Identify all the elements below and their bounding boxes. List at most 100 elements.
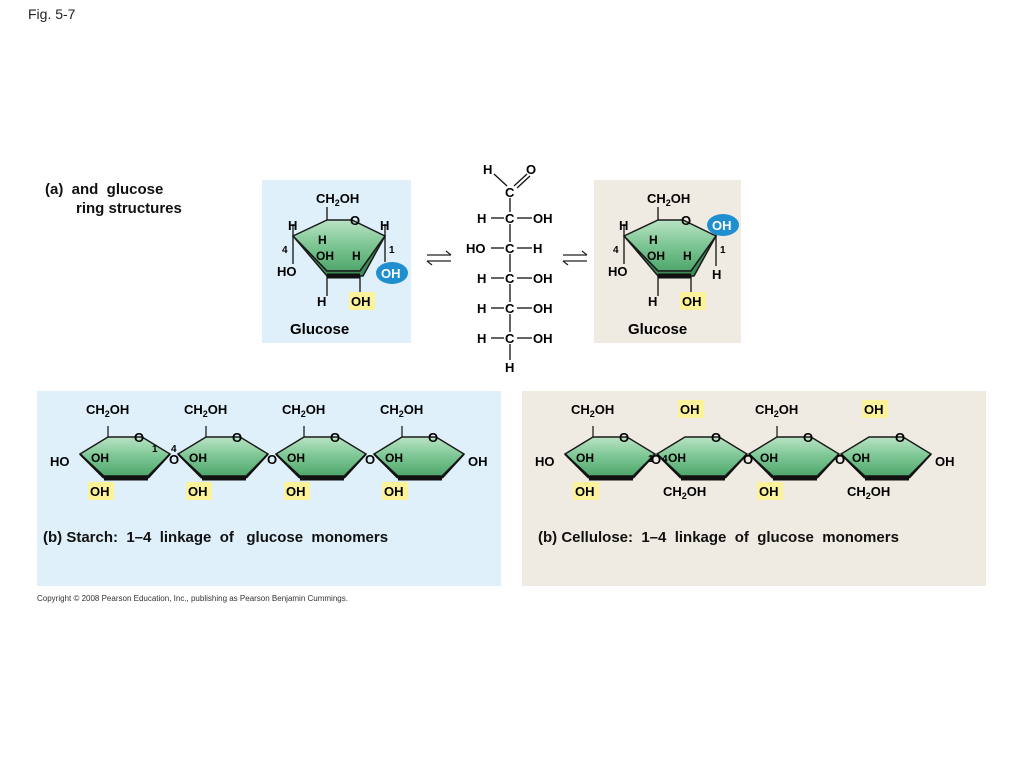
cellulose-panel	[522, 391, 986, 586]
beta-ch2oh-label: CH2OH	[647, 191, 690, 208]
equilibrium-arrow-left	[426, 250, 452, 266]
linear-row1-left: H	[477, 211, 486, 226]
beta-ho-c4: HO	[608, 264, 628, 279]
starch-ch2oh-top-2: CH2OH	[282, 402, 325, 419]
beta-h-c3-top: H	[649, 233, 658, 247]
starch-glycosidic-oxygen-1: O	[267, 452, 277, 467]
cellulose-ring-oxygen-2: O	[803, 430, 813, 445]
starch-oh-bottom-3: OH	[384, 484, 404, 499]
alpha-carbon-1-label: 1	[389, 245, 395, 256]
cellulose-oh-top-highlight-1	[678, 400, 704, 418]
linear-glucose-chain: H O C H C OH HO C H H C OH H C OH H C OH…	[466, 162, 553, 375]
cellulose-glycosidic-oxygen-2: O	[835, 452, 845, 467]
starch-ch2oh-top-1: CH2OH	[184, 402, 227, 419]
linear-row2-left: HO	[466, 241, 486, 256]
cellulose-oh-bottom-highlight-0	[573, 482, 599, 500]
alpha-anomeric-oh-highlight	[376, 262, 408, 284]
cellulose-ch2oh-bottom-3: CH2OH	[847, 484, 890, 501]
linear-c1: C	[505, 185, 515, 200]
starch-oh-bottom-highlight-3	[382, 482, 408, 500]
cellulose-ring-right-edge-1	[724, 453, 748, 479]
linear-row3-left: H	[477, 271, 486, 286]
starch-ho-terminal: HO	[50, 454, 70, 469]
linear-c4: C	[505, 271, 515, 286]
cellulose-oh-top-1: OH	[680, 402, 700, 417]
starch-ring-left-edge-3	[373, 453, 399, 479]
starch-oh-c3-1: OH	[189, 451, 207, 465]
beta-anomeric-oh-highlight	[707, 214, 739, 236]
starch-oh-bottom-highlight-2	[284, 482, 310, 500]
cellulose-oh-terminal: OH	[935, 454, 955, 469]
linear-row4-right: OH	[533, 301, 553, 316]
starch-oh-bottom-highlight-1	[186, 482, 212, 500]
cellulose-glycosidic-oxygen-1: O	[743, 452, 753, 467]
starch-oh-c3-2: OH	[287, 451, 305, 465]
cellulose-chain: OOHCH2OHOHOOHOHCH2OHOOHCH2OHOHOOHOHCH2OH…	[535, 400, 955, 501]
cellulose-caption: (b) Cellulose: 1–4 linkage of glucose mo…	[538, 529, 899, 546]
beta-oh-c2-highlight	[680, 292, 706, 310]
cellulose-ch2oh-bottom-1: CH2OH	[663, 484, 706, 501]
linear-c3: C	[505, 241, 515, 256]
cellulose-ring-right-edge-3	[908, 453, 932, 479]
starch-link-1: 1	[152, 444, 158, 455]
starch-ring-right-edge-3	[441, 453, 465, 479]
beta-ring-oxygen: O	[681, 213, 691, 228]
cellulose-ring-oxygen-0: O	[619, 430, 629, 445]
beta-h-c2: H	[683, 249, 692, 263]
beta-oh-c2: OH	[682, 294, 702, 309]
cellulose-oh-c3-0: OH	[576, 451, 594, 465]
starch-ring-left-edge-2	[275, 453, 301, 479]
starch-ring-right-edge-0	[147, 453, 171, 479]
starch-chain: OOHCH2OHOHOOHCH2OHOHOOHCH2OHOHOOHCH2OHOH…	[50, 402, 488, 500]
linear-row1-right: OH	[533, 211, 553, 226]
section-a-caption-line2: ring structures	[76, 200, 182, 217]
cellulose-glycosidic-oxygen-0: O	[651, 452, 661, 467]
section-a-caption-line1: (a) and glucose	[45, 181, 164, 198]
cellulose-ring-left-edge-0	[564, 453, 590, 479]
starch-oh-c3-0: OH	[91, 451, 109, 465]
alpha-h-c3-top: H	[318, 233, 327, 247]
alpha-ring-oxygen: O	[350, 213, 360, 228]
starch-glycosidic-oxygen-2: O	[365, 452, 375, 467]
starch-ring-right-edge-2	[343, 453, 367, 479]
starch-oh-terminal: OH	[468, 454, 488, 469]
cellulose-oh-c3-1: OH	[668, 451, 686, 465]
starch-ring-left-edge-0	[79, 453, 105, 479]
starch-oh-bottom-highlight-0	[88, 482, 114, 500]
figure-label: Fig. 5-7	[28, 6, 76, 22]
linear-row3-right: OH	[533, 271, 553, 286]
beta-h-c3-bottom: H	[648, 294, 657, 309]
cellulose-ring-oxygen-3: O	[895, 430, 905, 445]
starch-ring-oxygen-0: O	[134, 430, 144, 445]
alpha-h-c2: H	[352, 249, 361, 263]
cellulose-oh-bottom-0: OH	[575, 484, 595, 499]
starch-caption: (b) Starch: 1–4 linkage of glucose monom…	[43, 529, 389, 546]
linear-c6: C	[505, 331, 515, 346]
cellulose-oh-c3-3: OH	[852, 451, 870, 465]
alpha-glucose-label: Glucose	[290, 321, 349, 338]
linear-bottom-h: H	[505, 360, 514, 375]
alpha-oh-c2: OH	[351, 294, 371, 309]
linear-c2: C	[505, 211, 515, 226]
cellulose-oh-top-3: OH	[864, 402, 884, 417]
starch-ring-left-edge-1	[177, 453, 203, 479]
cellulose-ring-left-edge-3	[840, 453, 866, 479]
cellulose-oh-bottom-2: OH	[759, 484, 779, 499]
cellulose-ho-terminal: HO	[535, 454, 555, 469]
linear-row5-right: OH	[533, 331, 553, 346]
alpha-anomeric-oh: OH	[381, 266, 401, 281]
beta-anomeric-oh: OH	[712, 218, 732, 233]
cellulose-link-1: 1	[648, 454, 654, 465]
starch-link-4: 4	[171, 444, 177, 455]
starch-ch2oh-top-0: CH2OH	[86, 402, 129, 419]
starch-ring-oxygen-1: O	[232, 430, 242, 445]
alpha-ho-c4: HO	[277, 264, 297, 279]
cellulose-ring-right-edge-2	[816, 453, 840, 479]
linear-row2-right: H	[533, 241, 542, 256]
beta-h-c1-bottom: H	[712, 267, 721, 282]
alpha-h-c3-bottom: H	[317, 294, 326, 309]
cellulose-ring-left-edge-1	[656, 453, 682, 479]
starch-oh-c3-3: OH	[385, 451, 403, 465]
starch-ring-right-edge-1	[245, 453, 269, 479]
